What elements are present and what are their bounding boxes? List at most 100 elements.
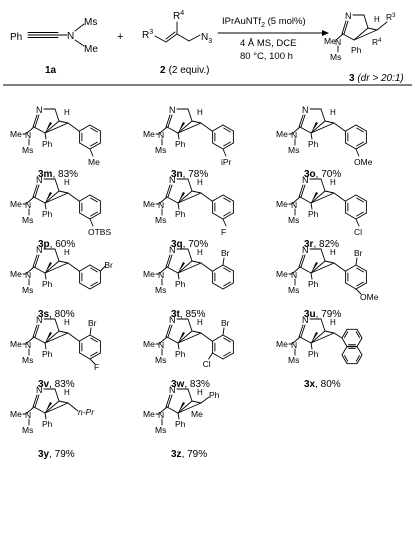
phenyl-label: Ph — [42, 139, 53, 149]
isopropyl-label: iPr — [221, 157, 232, 167]
compound-label-3w: 3w, 83% — [171, 379, 210, 390]
phenyl-label: Ph — [308, 279, 319, 289]
ms-label: Ms — [22, 145, 33, 155]
reaction-conditions: IPrAuNTf2 (5 mol%) 4 Å MS, DCE 80 °C, 10… — [217, 16, 329, 62]
catalyst-text: IPrAuNTf2 (5 mol%) — [222, 16, 306, 29]
methoxy-label: OMe — [354, 157, 373, 167]
methyl-substituent-label: Me — [191, 409, 203, 419]
phenyl-label: Ph — [175, 349, 186, 359]
methyl-label: Me — [276, 269, 288, 279]
methyl-label: Me — [143, 339, 155, 349]
methyl-label: Me — [143, 199, 155, 209]
methyl-label: Me — [10, 339, 22, 349]
amine-nitrogen-label: N — [158, 130, 164, 140]
reactant-1a: Ph N Ms Me 1a — [10, 17, 98, 76]
compound-label-3o: 3o, 70% — [304, 169, 341, 180]
stereo-h-label: H — [330, 178, 336, 187]
svg-text:Ph: Ph — [351, 45, 362, 55]
phenyl-label: Ph — [308, 209, 319, 219]
phenyl-label: Ph — [42, 349, 53, 359]
amine-nitrogen-label: N — [291, 270, 297, 280]
compound-label-3y: 3y, 79% — [38, 449, 75, 460]
conditions-line-3: 80 °C, 100 h — [240, 51, 293, 62]
svg-text:Me: Me — [324, 36, 336, 46]
ms-label: Ms — [84, 17, 97, 28]
ring-nitrogen-label: N — [36, 245, 43, 255]
ms-label: Ms — [155, 285, 166, 295]
product-3-header: N R3 H R4 Me N Ms Ph 3 (dr > 20:1) — [324, 11, 404, 84]
methyl-label: Me — [10, 129, 22, 139]
methyl-label: Me — [10, 199, 22, 209]
stereo-h-label: H — [197, 178, 203, 187]
phenyl-label: Ph — [175, 279, 186, 289]
stereo-h-label: H — [197, 318, 203, 327]
compound-label-3q: 3q, 70% — [171, 239, 208, 250]
compound-label-3r: 3r, 82% — [304, 239, 339, 250]
stereo-h-label: H — [64, 248, 70, 257]
stereo-h-label: H — [197, 388, 203, 397]
ring-nitrogen-label: N — [169, 245, 176, 255]
ring-nitrogen-label: N — [36, 175, 43, 185]
compound-label-3n: 3n, 78% — [171, 169, 208, 180]
me-label: Me — [84, 44, 98, 55]
methyl-label: Me — [143, 269, 155, 279]
bromo-label: Br — [221, 318, 230, 328]
r4-label: R4 — [372, 37, 382, 47]
fluoro-label: F — [221, 227, 226, 237]
methyl-label: Me — [143, 409, 155, 419]
ring-nitrogen-label: N — [169, 105, 176, 115]
ring-nitrogen-label: N — [302, 175, 309, 185]
phenyl-label: Ph — [42, 419, 53, 429]
compound-label-1a: 1a — [45, 65, 57, 76]
ms-label: Ms — [288, 215, 299, 225]
amine-nitrogen-label: N — [158, 200, 164, 210]
azide-label: N3 — [201, 32, 212, 45]
stereo-h-label: H — [64, 178, 70, 187]
amine-nitrogen-label: N — [25, 270, 31, 280]
methoxy-label: OMe — [360, 292, 379, 302]
bromo-label: Br — [221, 248, 230, 258]
bromo-label: Br — [88, 318, 97, 328]
n-propyl-label: n-Pr — [78, 407, 95, 417]
phenyl-label: Ph — [10, 32, 22, 43]
svg-text:H: H — [374, 15, 380, 24]
compound-label-3x: 3x, 80% — [304, 379, 341, 390]
stereo-h-label: H — [330, 318, 336, 327]
reactant-2: R3 R4 N3 2(2 equiv.) — [142, 10, 212, 76]
nitrogen-label: N — [67, 31, 74, 42]
compound-label-3v: 3v, 83% — [38, 379, 75, 390]
methyl-label: Me — [143, 129, 155, 139]
compound-label-2: 2(2 equiv.) — [160, 65, 210, 76]
compound-label-3m: 3m, 83% — [38, 169, 78, 180]
stereo-h-label: H — [64, 388, 70, 397]
ring-nitrogen-label: N — [36, 385, 43, 395]
amine-nitrogen-label: N — [25, 340, 31, 350]
compound-label-3s: 3s, 80% — [38, 309, 75, 320]
methyl-label: Me — [276, 339, 288, 349]
plus-sign: + — [117, 31, 123, 43]
bromo-label: Br — [354, 248, 363, 258]
bromo-label: Br — [104, 260, 113, 270]
stereo-h-label: H — [64, 108, 70, 117]
compound-label-3: 3 (dr > 20:1) — [349, 73, 404, 84]
ring-nitrogen-label: N — [302, 105, 309, 115]
ms-label: Ms — [288, 285, 299, 295]
amine-nitrogen-label: N — [25, 130, 31, 140]
compound-label-3t: 3t, 85% — [171, 309, 206, 320]
svg-text:Ms: Ms — [330, 52, 341, 62]
stereo-h-label: H — [330, 108, 336, 117]
r3-label: R3 — [142, 29, 153, 41]
ring-nitrogen-label: N — [169, 175, 176, 185]
ms-label: Ms — [155, 215, 166, 225]
amine-nitrogen-label: N — [158, 410, 164, 420]
ring-nitrogen-label: N — [36, 315, 43, 325]
